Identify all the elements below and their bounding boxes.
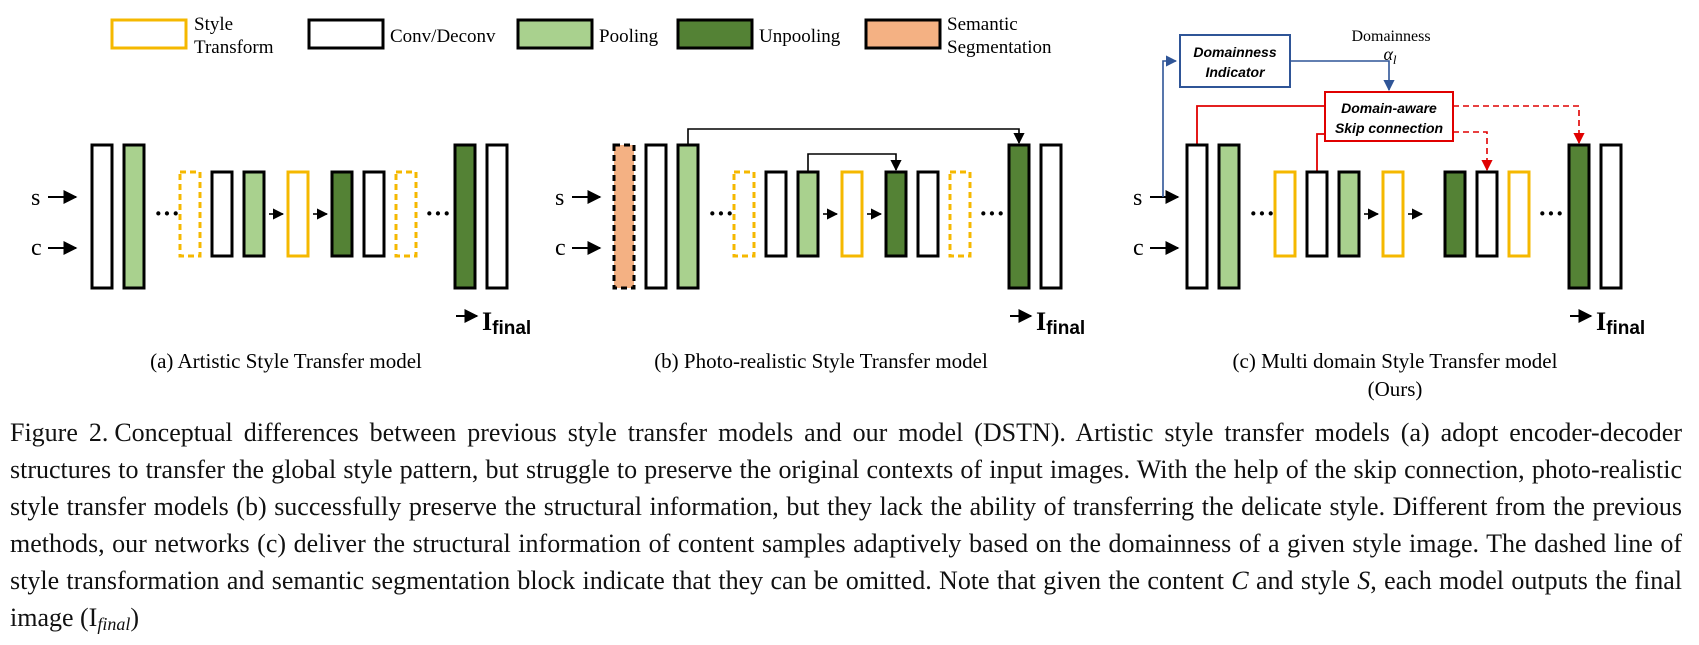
conv-block [362, 170, 386, 258]
panel-b-caption: (b) Photo-realistic Style Transfer model [654, 349, 988, 373]
unpooling-block [453, 143, 477, 290]
unpooling-block [1567, 143, 1591, 290]
output-label: Ifinal [482, 307, 531, 339]
legend-unpooling-swatch [676, 18, 754, 50]
legend-pooling-swatch [516, 18, 594, 50]
legend-style-transform-label-2: Transform [194, 37, 274, 58]
legend-style-transform-swatch [110, 18, 188, 50]
ellipsis: ··· [1249, 199, 1275, 228]
style-transform-block-optional [732, 170, 756, 258]
conv-block [1599, 143, 1623, 290]
pooling-block [242, 170, 266, 258]
conv-block [1185, 143, 1209, 290]
panel-a: s c ··· ··· Ifinal (a) Artistic Style Tr… [31, 143, 531, 373]
unpooling-block [884, 170, 908, 258]
input-c-label: c [1133, 235, 1144, 261]
legend-style-transform-label-1: Style [194, 14, 233, 35]
ellipsis: ··· [425, 199, 451, 228]
legend-semantic-label-1: Semantic [947, 14, 1018, 35]
unpooling-block [1443, 170, 1467, 258]
panel-a-caption: (a) Artistic Style Transfer model [150, 349, 422, 373]
figure-caption-text-2: and style [1248, 566, 1358, 595]
legend-pooling-label: Pooling [599, 26, 659, 47]
ellipsis: ··· [1538, 199, 1564, 228]
style-transform-block [840, 170, 864, 258]
domainness-arrow [1290, 60, 1395, 92]
legend-conv-label: Conv/Deconv [390, 26, 496, 47]
conv-block [644, 143, 668, 290]
conv-block [916, 170, 940, 258]
ellipsis: ··· [979, 199, 1005, 228]
figure-caption-c: C [1231, 566, 1249, 595]
figure-caption-text-4: ) [130, 603, 140, 632]
conv-block [485, 143, 509, 290]
domainness-label: Domainness [1351, 28, 1430, 45]
input-s-label: s [1133, 185, 1142, 211]
domainness-indicator-label-2: Indicator [1205, 64, 1266, 80]
skip-output-inner [1453, 131, 1493, 172]
panel-c: s c Domainness Indicator Domainness αl D… [1133, 28, 1645, 401]
pooling-block [796, 170, 820, 258]
skip-connection-inner [807, 153, 902, 172]
panel-b: s c ··· ··· Ifinal (b) Photo-realistic S… [555, 128, 1085, 373]
conv-block [90, 143, 114, 290]
legend-semantic-swatch [864, 18, 942, 50]
conv-block [1305, 170, 1329, 258]
style-transform-block [1507, 170, 1531, 258]
domain-aware-skip-box [1324, 91, 1454, 142]
domain-aware-skip-label-2: Skip connection [1335, 120, 1443, 136]
skip-input-outer [1196, 105, 1325, 145]
style-transform-block [1381, 170, 1405, 258]
domainness-indicator-label-1: Domainness [1193, 44, 1276, 60]
alpha-label: αl [1383, 44, 1396, 67]
legend-semantic-label-2: Segmentation [947, 37, 1052, 58]
input-s-label: s [31, 185, 40, 211]
style-transform-block-optional [948, 170, 972, 258]
unpooling-block [1007, 143, 1031, 290]
input-s-label: s [555, 185, 564, 211]
figure-caption: Figure 2.Conceptual differences between … [10, 414, 1682, 643]
legend-conv-swatch [307, 18, 385, 50]
legend: Style Transform Conv/Deconv Pooling Unpo… [110, 14, 1052, 58]
style-to-indicator-line [1162, 55, 1178, 197]
domain-aware-skip-label-1: Domain-aware [1341, 100, 1437, 116]
conv-block [1039, 143, 1063, 290]
pooling-block [676, 143, 700, 290]
pooling-block [1337, 170, 1361, 258]
legend-unpooling-label: Unpooling [759, 26, 841, 47]
panel-c-caption-ours: (Ours) [1368, 377, 1423, 401]
skip-output-outer [1453, 105, 1585, 145]
style-transform-block-optional [178, 170, 202, 258]
figure-caption-s: S [1357, 566, 1371, 595]
pooling-block [122, 143, 146, 290]
style-transform-block [286, 170, 310, 258]
figure-caption-text-1: Conceptual differences between previous … [10, 418, 1682, 595]
semantic-segmentation-block [612, 143, 636, 290]
ellipsis: ··· [154, 199, 180, 228]
conv-block [210, 170, 234, 258]
unpooling-block [330, 170, 354, 258]
output-label: Ifinal [1596, 307, 1645, 339]
panel-c-caption: (c) Multi domain Style Transfer model [1233, 349, 1558, 373]
architecture-diagram: Style Transform Conv/Deconv Pooling Unpo… [31, 14, 1645, 401]
style-transform-block-optional [394, 170, 418, 258]
figure-caption-text-3: , each model outputs the final image (I [10, 566, 1682, 632]
skip-connection-outer [687, 128, 1025, 145]
output-label: Ifinal [1036, 307, 1085, 339]
input-c-label: c [31, 235, 42, 261]
style-transform-block [1273, 170, 1297, 258]
conv-block [764, 170, 788, 258]
ellipsis: ··· [708, 199, 734, 228]
input-c-label: c [555, 235, 566, 261]
conv-block [1475, 170, 1499, 258]
figure-caption-label: Figure 2. [10, 418, 109, 447]
figure-caption-sub: final [97, 614, 131, 634]
domainness-indicator-box [1179, 34, 1291, 88]
skip-input-inner [1316, 133, 1325, 172]
pooling-block [1217, 143, 1241, 290]
